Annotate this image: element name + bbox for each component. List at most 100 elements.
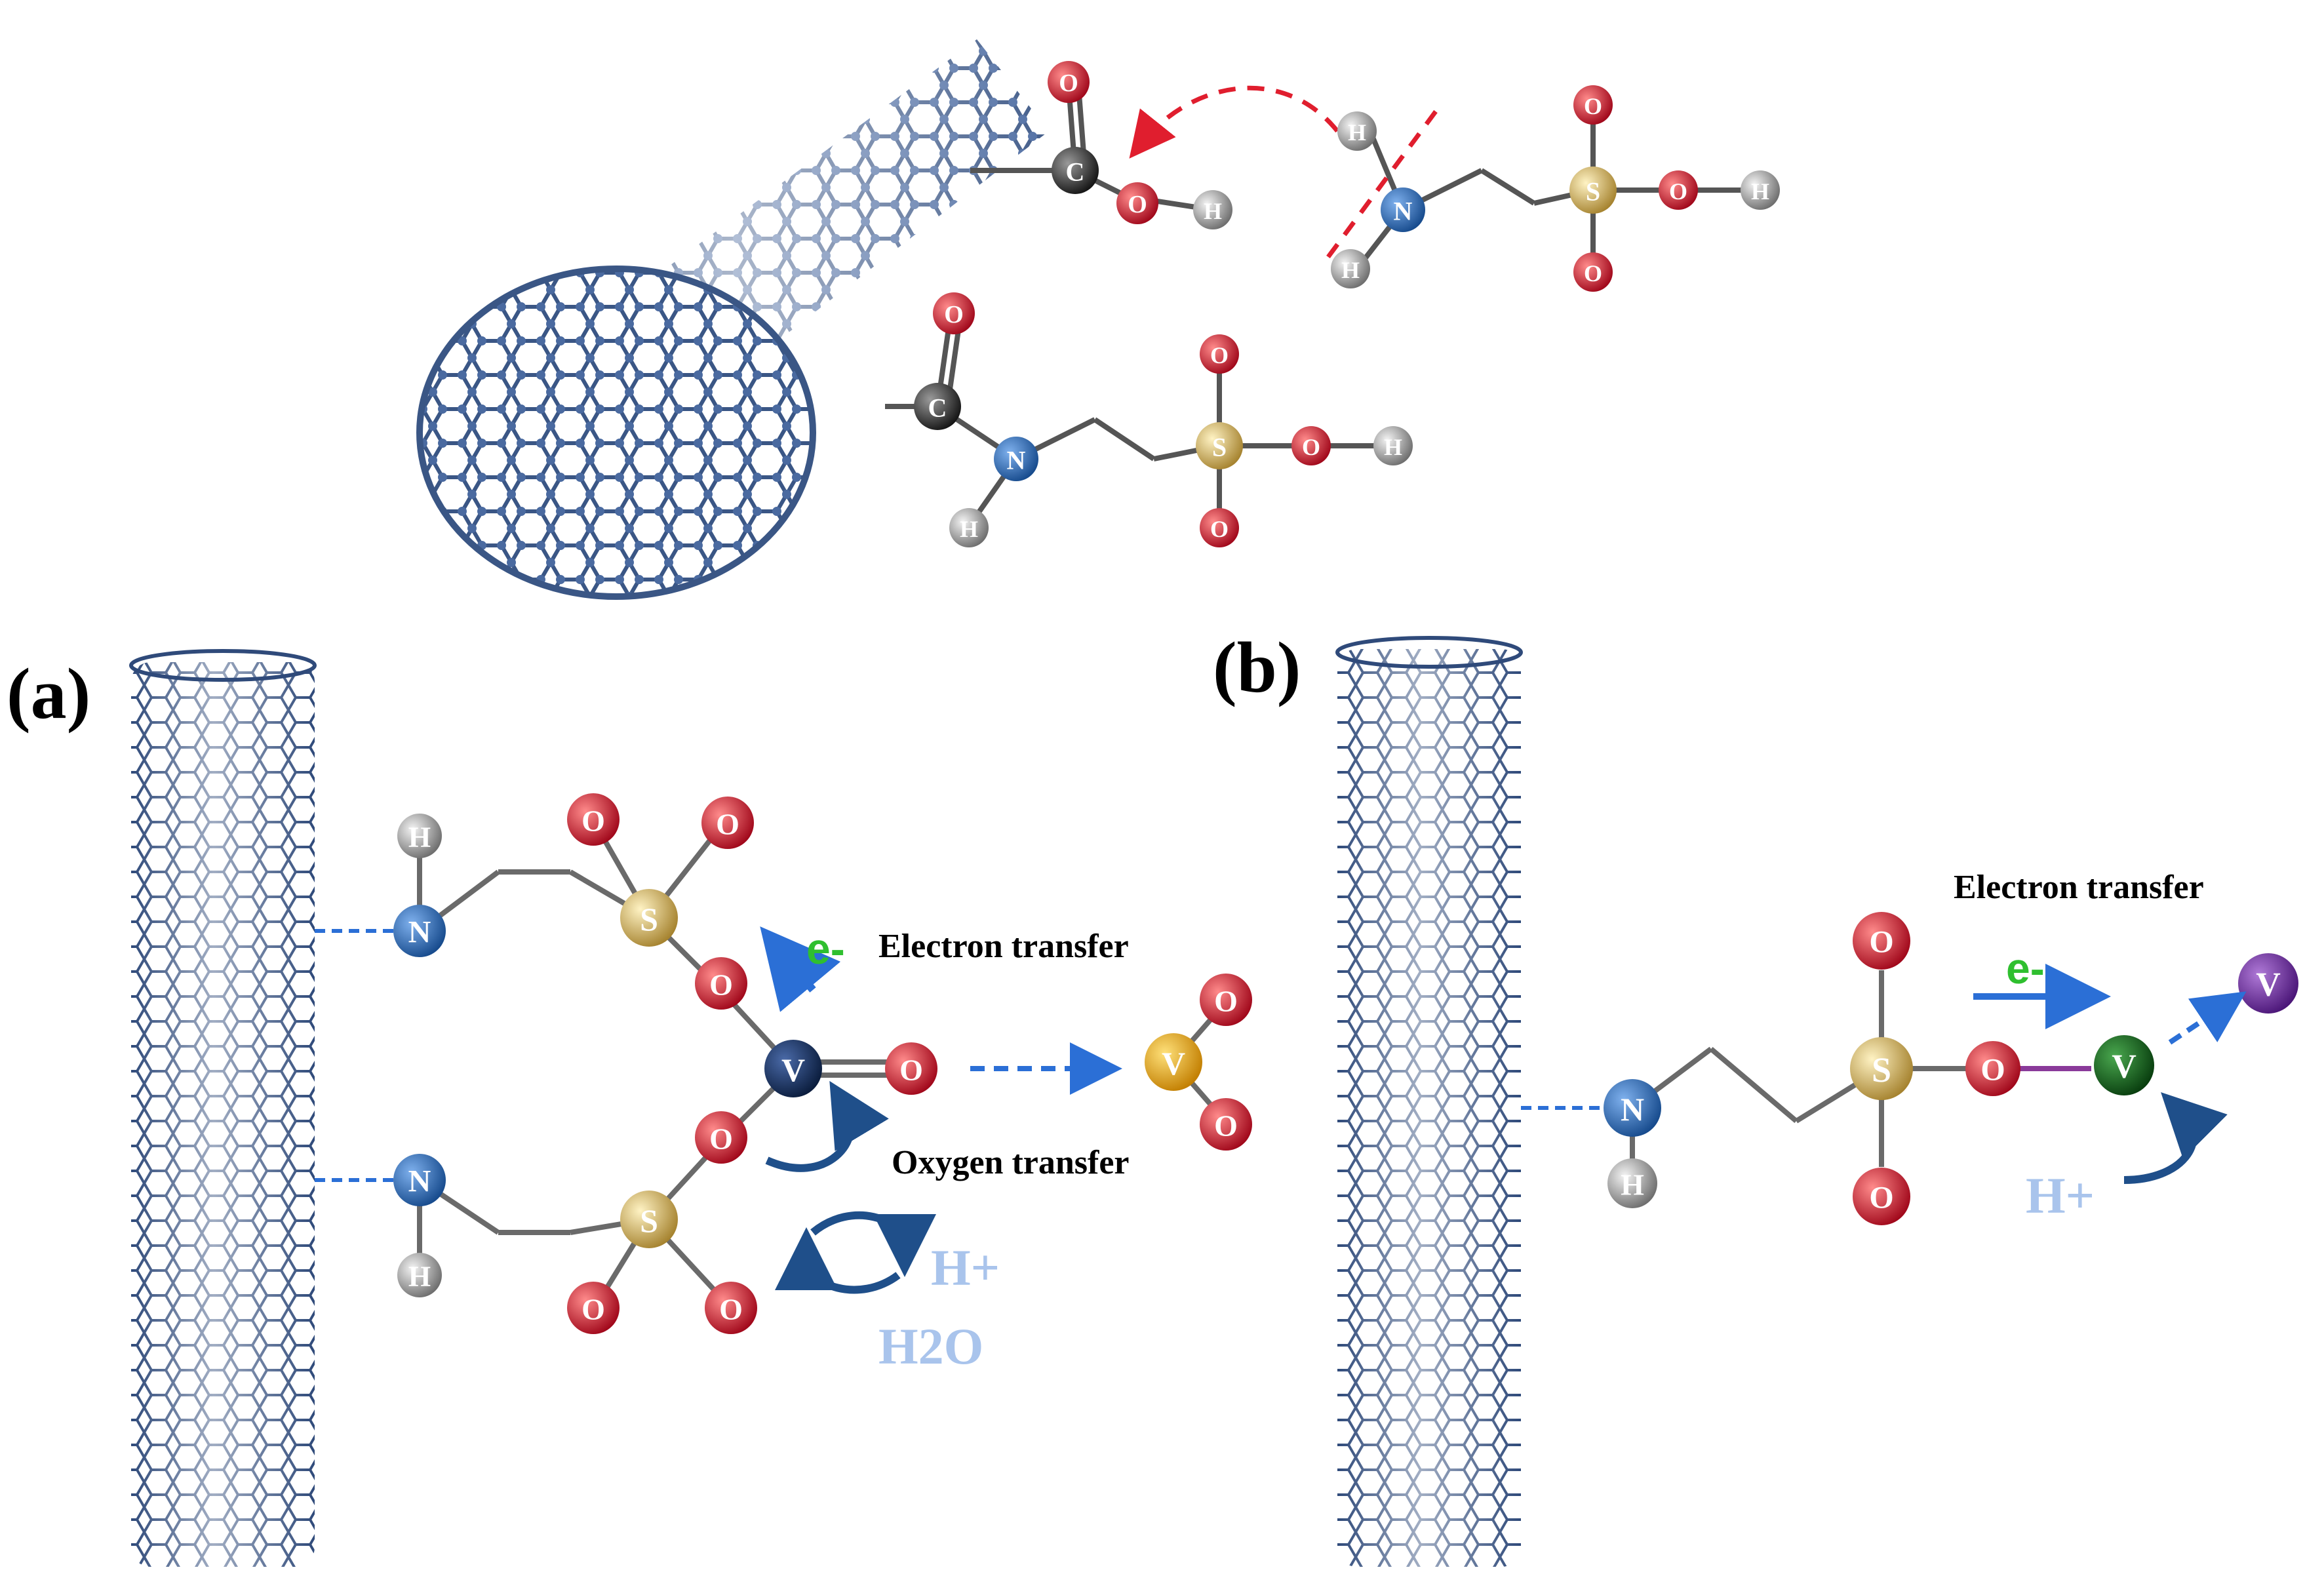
b-vanadium-green: V: [2094, 1035, 2154, 1095]
panel-b-nanotube: [1335, 636, 1523, 1567]
carboxyl-oxygen-double: O: [1048, 61, 1090, 103]
panel-a-label: (a): [7, 654, 90, 734]
svg-text:O: O: [1869, 925, 1893, 960]
svg-text:H: H: [408, 821, 431, 854]
b-oxygen-top: O: [1853, 912, 1910, 970]
svg-text:O: O: [1214, 1109, 1238, 1143]
svg-text:O: O: [1669, 178, 1687, 205]
svg-text:C: C: [928, 393, 947, 423]
a-vanadium-product: V: [1145, 1033, 1202, 1091]
svg-text:O: O: [709, 1122, 733, 1156]
cleavage-dashed-line: [1322, 109, 1438, 264]
a-nitrogen-2: N: [393, 1154, 446, 1206]
b-oxygen-bridge: O: [1965, 1041, 2020, 1096]
svg-text:O: O: [1302, 434, 1320, 460]
amide-oxygen-bottom: O: [1200, 508, 1239, 547]
amide-hydrogen-hydroxyl: H: [1373, 426, 1413, 465]
a-sulfur-2: S: [620, 1191, 678, 1248]
b-oxygen-bottom: O: [1853, 1168, 1910, 1225]
amide-oxygen-top: O: [1200, 334, 1239, 374]
svg-text:N: N: [408, 1164, 431, 1199]
a-hydrogen-2: H: [397, 1253, 442, 1297]
taurine-hydrogen-2: H: [1331, 249, 1370, 288]
svg-text:C: C: [1066, 157, 1085, 187]
b-vanadium-purple: V: [2238, 953, 2298, 1014]
svg-text:V: V: [781, 1052, 805, 1088]
svg-text:N: N: [1007, 446, 1026, 475]
a-oxygen-vanadyl: O: [885, 1042, 937, 1095]
a-product-oxygen-2: O: [1200, 1098, 1252, 1151]
svg-text:O: O: [581, 804, 605, 838]
svg-text:H: H: [1341, 257, 1360, 283]
svg-text:H: H: [1348, 119, 1366, 146]
svg-text:O: O: [1584, 260, 1602, 286]
svg-text:O: O: [719, 1293, 743, 1326]
b-electron-transfer-label: Electron transfer: [1954, 869, 2204, 906]
svg-text:O: O: [899, 1054, 923, 1087]
carboxyl-oxygen-single: O: [1116, 182, 1158, 224]
svg-text:N: N: [1394, 197, 1413, 226]
panel-a-atoms: H N S O O O N H S O O O V O V O O: [393, 793, 1252, 1334]
taurine-sulfur: S: [1569, 167, 1617, 214]
panel-b-atoms: N H S O O O V V: [1604, 912, 2298, 1225]
a-oxygen-curved-arrow: [765, 1080, 889, 1172]
svg-text:O: O: [1980, 1053, 2005, 1088]
a-vanadium-center: V: [764, 1040, 822, 1097]
svg-text:O: O: [709, 968, 733, 1002]
amide-hydrogen: H: [949, 508, 989, 547]
svg-text:O: O: [1869, 1181, 1893, 1215]
a-product-oxygen-1: O: [1200, 974, 1252, 1026]
b-nitrogen: N: [1604, 1079, 1661, 1137]
a-water-label: H2O: [878, 1318, 983, 1375]
svg-text:O: O: [1059, 69, 1078, 97]
b-release-arrow: [2168, 991, 2247, 1045]
a-electron-transfer-label: Electron transfer: [878, 928, 1129, 965]
taurine-hydrogen-hydroxyl: H: [1741, 170, 1780, 210]
svg-text:S: S: [1586, 177, 1600, 207]
svg-text:H: H: [1621, 1168, 1644, 1202]
a-hydrogen-1: H: [397, 814, 442, 858]
a-h-plus-label: H+: [931, 1239, 1000, 1296]
svg-text:O: O: [1584, 93, 1602, 119]
svg-text:H: H: [408, 1261, 431, 1293]
carboxyl-hydrogen: H: [1193, 190, 1232, 229]
svg-text:O: O: [944, 301, 964, 328]
panel-a-nanotube: [129, 649, 317, 1567]
a-oxygen-2a: O: [567, 1282, 620, 1334]
a-oxygen-transfer-label: Oxygen transfer: [892, 1144, 1129, 1181]
a-oxygen-2b: O: [705, 1282, 757, 1334]
a-cycle-arrows: [775, 1211, 936, 1294]
svg-text:O: O: [1214, 985, 1238, 1018]
b-proton-curved-arrow: [2123, 1092, 2228, 1184]
svg-text:N: N: [408, 915, 431, 950]
amide-oxygen: O: [933, 292, 975, 334]
taurine-nitrogen: N: [1381, 187, 1425, 232]
taurine-hydrogen-1: H: [1337, 111, 1377, 151]
a-electron-arrow: [760, 926, 841, 1012]
svg-text:O: O: [1128, 191, 1147, 218]
svg-text:S: S: [640, 1202, 658, 1239]
svg-text:V: V: [2112, 1048, 2137, 1086]
svg-text:H: H: [1751, 178, 1769, 205]
b-e-minus-label: e-: [2006, 944, 2045, 993]
top-atoms: C O O H H H N S O O O H C O N H S O O O …: [914, 61, 1780, 547]
svg-text:V: V: [2256, 966, 2281, 1004]
svg-text:H: H: [960, 516, 978, 542]
a-oxygen-1b: O: [701, 797, 754, 849]
amide-oxygen-hydroxyl: O: [1291, 426, 1331, 465]
amide-sulfur: S: [1196, 422, 1243, 469]
panel-a-dashed-links: [315, 929, 393, 1182]
svg-text:O: O: [1210, 516, 1229, 542]
a-nitrogen-1: N: [393, 905, 446, 957]
svg-text:N: N: [1621, 1091, 1644, 1128]
amide-carbon: C: [914, 383, 961, 430]
taurine-oxygen-bottom: O: [1573, 252, 1613, 292]
taurine-oxygen-top: O: [1573, 85, 1613, 125]
svg-text:O: O: [1210, 342, 1229, 368]
svg-text:S: S: [1212, 433, 1227, 462]
svg-text:H: H: [1204, 198, 1222, 224]
panel-b-label: (b): [1213, 627, 1301, 707]
a-oxygen-2c: O: [695, 1111, 747, 1164]
carboxyl-carbon: C: [1052, 147, 1099, 194]
